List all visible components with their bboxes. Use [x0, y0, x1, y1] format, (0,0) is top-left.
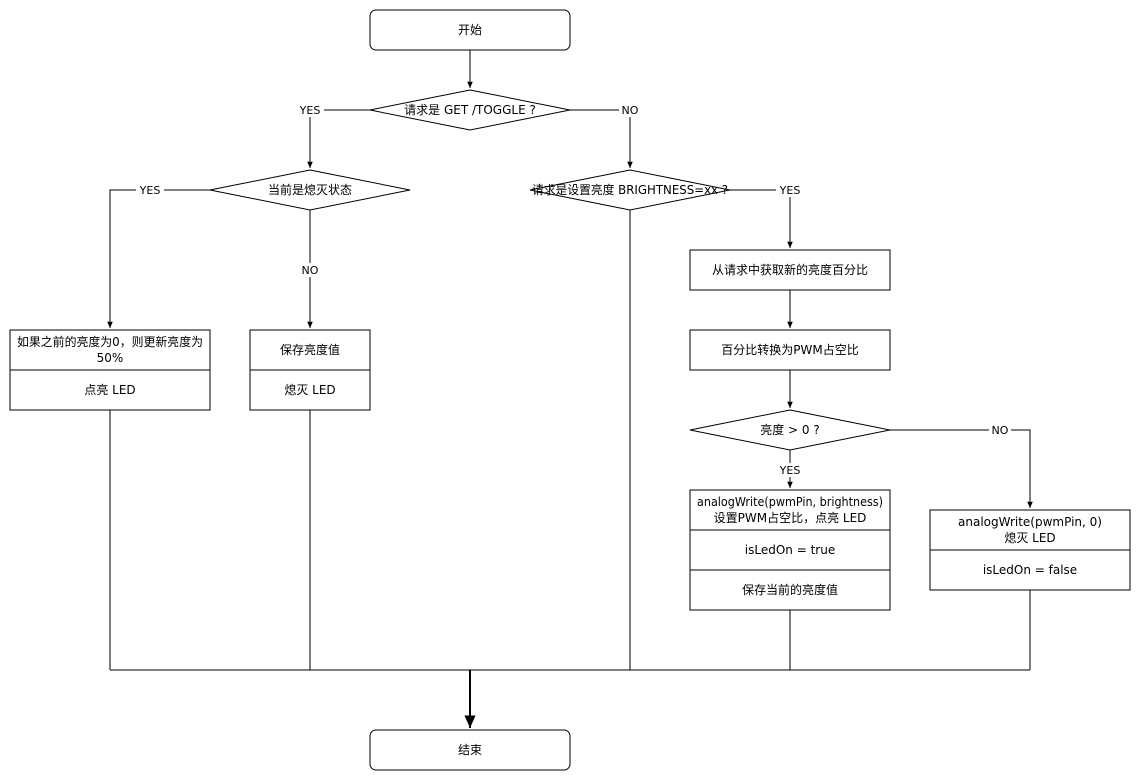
light-on-label: 点亮 LED [84, 382, 135, 397]
box-turn-off [249, 369, 371, 411]
box-analog-write-zero [929, 509, 1131, 551]
is-led-on-true-label: isLedOn = true [745, 543, 835, 557]
label-get-yes: YES [299, 104, 321, 117]
box-save-current [689, 569, 891, 611]
edge-get-yes [307, 109, 370, 168]
analog-write-line1: analogWrite(pwmPin, brightness) [697, 495, 883, 509]
edge-gt0-no [890, 429, 1033, 508]
get-percent-label: 从请求中获取新的亮度百分比 [712, 262, 868, 277]
start-node [369, 9, 571, 51]
label-brightness-yes: YES [779, 184, 801, 197]
brightness-gt0-label: 亮度 > 0 ? [760, 422, 820, 437]
analog-write-zero-line2: 熄灭 LED [1004, 531, 1055, 545]
box-light-on [9, 369, 211, 411]
decision-brightness [529, 169, 731, 211]
end-node [369, 729, 571, 771]
decision-get-toggle [369, 89, 571, 131]
restore-line2: 50% [97, 351, 124, 365]
box-save-brightness [249, 329, 371, 371]
box-analog-write [689, 489, 891, 531]
is-led-on-false-label: isLedOn = false [983, 563, 1077, 577]
decision-brightness-gt0 [689, 409, 891, 451]
edge-off-yes [107, 189, 210, 328]
analog-write-zero-line1: analogWrite(pwmPin, 0) [958, 515, 1102, 529]
decision-led-off-label: 当前是熄灭状态 [268, 182, 352, 197]
label-get-no: NO [622, 104, 639, 117]
restore-line1: 如果之前的亮度为0，则更新亮度为 [17, 334, 203, 349]
label-gt0-yes: YES [779, 464, 801, 477]
analog-write-line2: 设置PWM占空比，点亮 LED [714, 510, 867, 525]
start-label: 开始 [458, 23, 482, 37]
decision-get-toggle-label: 请求是 GET /TOGGLE ? [404, 103, 536, 117]
decision-led-off [209, 169, 411, 211]
save-current-label: 保存当前的亮度值 [742, 582, 838, 597]
edge-get-no [570, 109, 633, 168]
turn-off-label: 熄灭 LED [284, 383, 335, 397]
label-off-yes: YES [139, 184, 161, 197]
label-off-no: NO [302, 264, 319, 277]
box-is-led-on-true [689, 529, 891, 571]
decision-brightness-label: 请求是设置亮度 BRIGHTNESS=xx ? [532, 182, 728, 197]
edge-brightness-yes [730, 189, 793, 248]
end-label: 结束 [458, 743, 482, 757]
box-convert-pwm [689, 329, 891, 371]
save-brightness-label: 保存亮度值 [280, 342, 340, 357]
box-is-led-on-false [929, 549, 1131, 591]
box-get-percent [689, 249, 891, 291]
label-gt0-no: NO [992, 424, 1009, 437]
convert-pwm-label: 百分比转换为PWM占空比 [721, 342, 858, 357]
